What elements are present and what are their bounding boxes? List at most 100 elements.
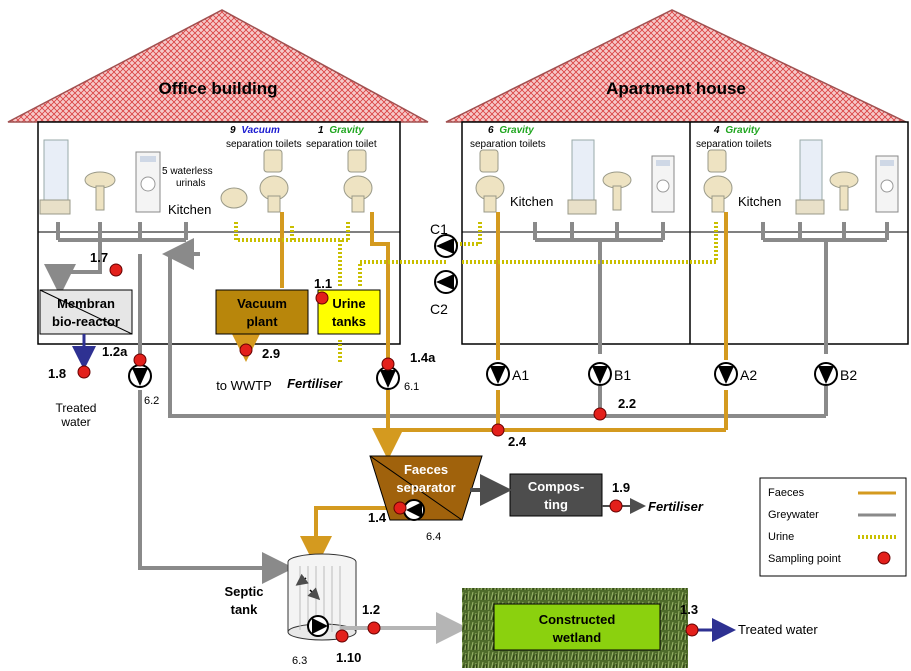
sampling-points: 1.1 1.7 1.8 1.2a 2.9 1.4a 2.2 2.4 1.4 1.… (48, 250, 699, 665)
sampling-point-1-9 (609, 499, 623, 513)
pump-6-4-icon (403, 499, 425, 521)
legend: Faeces Greywater Urine Sampling point (759, 477, 907, 577)
sampling-point-1-2 (367, 621, 381, 635)
urine-tanks-line2: tanks (332, 314, 366, 329)
sampling-point-1-1 (315, 291, 329, 305)
treated-water-line1: Treated (56, 401, 97, 415)
gravity-toilet-icon (703, 149, 733, 213)
legend-sampling-dot (877, 551, 891, 565)
vacuum-word: Vacuum (241, 125, 280, 136)
septic-label-line2: tank (231, 602, 259, 617)
sampling-label-1-2a: 1.2a (102, 344, 128, 359)
sampling-label-1-9: 1.9 (612, 480, 630, 495)
kitchen-office-label: Kitchen (168, 202, 211, 217)
composting-line1: Compos- (528, 479, 584, 494)
gravity6-word: Gravity (499, 125, 534, 136)
sampling-label-2-2: 2.2 (618, 396, 636, 411)
apartment-house-title: Apartment house (606, 79, 746, 98)
office-fixtures (39, 139, 373, 215)
urinal-icon (220, 187, 248, 209)
kitchen-apt2-label: Kitchen (738, 194, 781, 209)
vacuum-toilet-icon (259, 149, 289, 213)
gravity1-word: Gravity (329, 125, 364, 136)
sampling-label-2-9: 2.9 (262, 346, 280, 361)
composting-line2: ting (544, 497, 568, 512)
gravity1-count: 1 (318, 125, 324, 136)
urine-tanks-line1: Urine (332, 296, 365, 311)
pump-6-2-label: 6.2 (144, 395, 159, 407)
apartment1-fixtures (475, 139, 675, 215)
sampling-point-2-4 (491, 423, 505, 437)
membran-line2: bio-reactor (52, 314, 120, 329)
treated-water-line2: water (60, 415, 90, 429)
gravity-toilet-icon (475, 149, 505, 213)
legend-sampling-label: Sampling point (768, 553, 841, 565)
office-roof (7, 9, 429, 123)
septic-label-line1: Septic (224, 584, 263, 599)
gravity6-toilet-caption: separation toilets (470, 139, 546, 150)
sampling-label-2-4: 2.4 (508, 434, 527, 449)
pump-b2-icon (814, 362, 838, 386)
vacuum-count: 9 (230, 125, 236, 136)
sampling-label-1-8: 1.8 (48, 366, 66, 381)
shower-icon (795, 139, 825, 215)
pump-6-2-icon (128, 364, 152, 388)
gravity6-toilet-label: 6 Gravity (488, 125, 534, 136)
legend-faeces-label: Faeces (768, 487, 805, 499)
sampling-label-1-4: 1.4 (368, 510, 387, 525)
treated-water-wetland-label: Treated water (738, 622, 818, 637)
sampling-label-1-3: 1.3 (680, 602, 698, 617)
faeces-separator-line1: Faeces (404, 462, 448, 477)
washing-machine-icon (651, 155, 675, 213)
washing-machine-icon (875, 155, 899, 213)
membran-line1: Membran (57, 296, 115, 311)
faeces-separator-line2: separator (396, 480, 455, 495)
to-wwtp-label: to WWTP (216, 378, 272, 393)
pump-c1-icon (434, 234, 458, 258)
sampling-point-1-4a (381, 357, 395, 371)
shower-icon (39, 139, 71, 215)
gravity6-count: 6 (488, 125, 494, 136)
pump-c2-label: C2 (430, 301, 448, 317)
sink-icon (602, 171, 632, 211)
washing-machine-icon (135, 151, 161, 213)
vacuum-plant: Vacuum plant (215, 289, 309, 335)
gravity4-count: 4 (713, 125, 720, 136)
sampling-point-1-4 (393, 501, 407, 515)
pump-6-3-icon (307, 615, 329, 637)
sampling-label-1-4a: 1.4a (410, 350, 436, 365)
output-labels: Treated water to WWTP Fertiliser Fertili… (56, 376, 819, 637)
toilet-labels: 9 Vacuum separation toilets 1 Gravity se… (162, 125, 772, 189)
pump-a1-label: A1 (512, 367, 529, 383)
urinals-label-line1: 5 waterless (162, 166, 213, 177)
apartment2-fixtures (703, 139, 899, 215)
gravity4-toilet-label: 4 Gravity (713, 125, 760, 136)
gravity4-toilet-caption: separation toilets (696, 139, 772, 150)
kitchen-apt1-label: Kitchen (510, 194, 553, 209)
sampling-point-1-2a (133, 353, 147, 367)
vacuum-toilet-caption: separation toilets (226, 139, 302, 150)
sampling-point-1-10 (335, 629, 349, 643)
greywater-pipes (44, 222, 889, 584)
pump-c2-icon (434, 270, 458, 294)
faeces-separator: Faeces separator (369, 455, 483, 521)
gravity1-toilet-label: 1 Gravity (318, 125, 364, 136)
pump-b1-icon (588, 362, 612, 386)
pump-6-1-label: 6.1 (404, 381, 419, 393)
sink-icon (84, 171, 116, 211)
pump-b2-label: B2 (840, 367, 857, 383)
fertiliser-urine-label: Fertiliser (287, 376, 343, 391)
gravity4-word: Gravity (725, 125, 760, 136)
vacuum-toilet-label: 9 Vacuum (230, 125, 280, 136)
pump-c1-label: C1 (430, 221, 448, 237)
sampling-point-2-2 (593, 407, 607, 421)
kitchen-labels: Kitchen Kitchen Kitchen (168, 194, 781, 217)
office-building-title: Office building (159, 79, 278, 98)
composting-unit: Compos- ting (509, 473, 603, 517)
shower-icon (567, 139, 597, 215)
wetland-line1: Constructed (539, 612, 616, 627)
legend-greywater-label: Greywater (768, 509, 819, 521)
sampling-point-1-3 (685, 623, 699, 637)
membran-bioreactor: Membran bio-reactor (39, 289, 133, 335)
